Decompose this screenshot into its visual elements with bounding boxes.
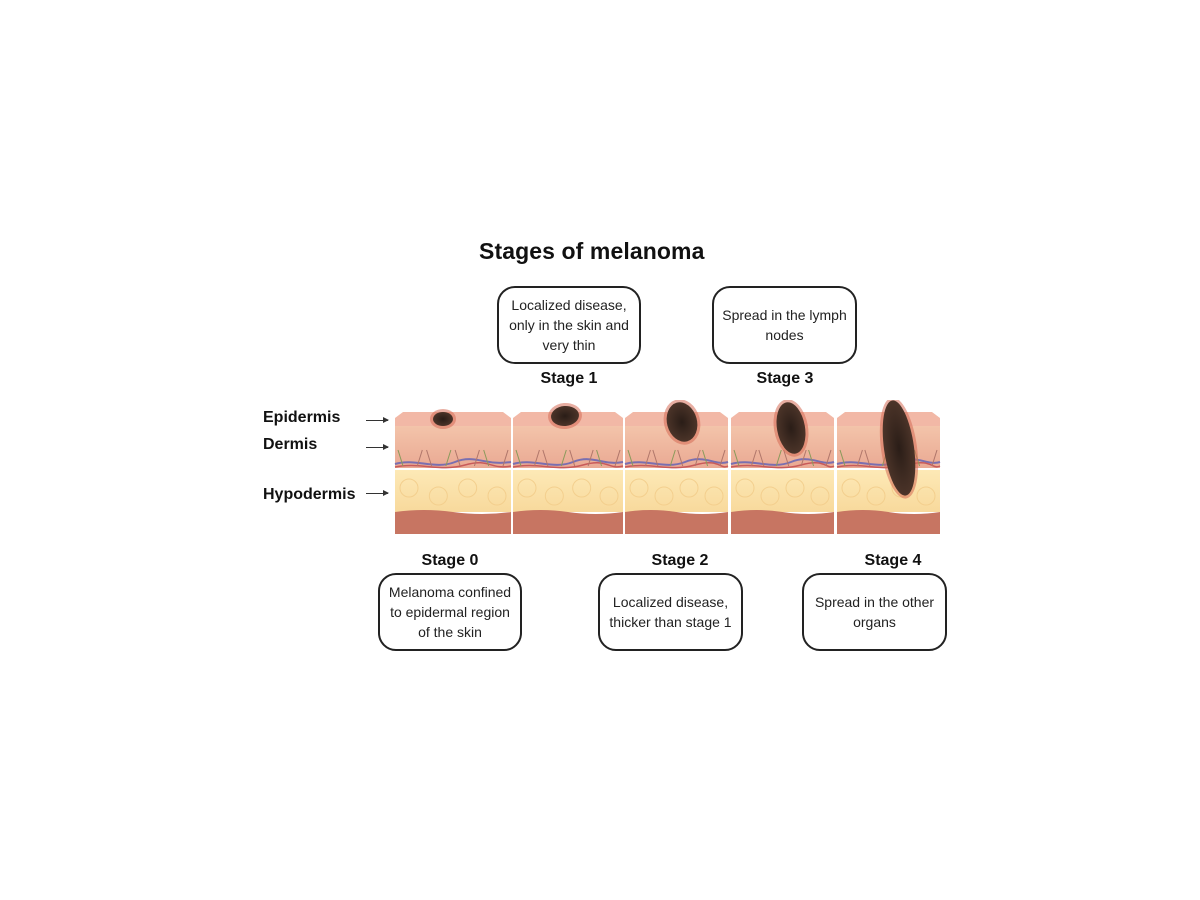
skin-block-stage-1 — [512, 402, 624, 534]
nerve-fiber — [569, 449, 576, 467]
label-hypodermis: Hypodermis — [263, 486, 356, 503]
fat-cell — [572, 478, 592, 498]
fat-cell — [599, 486, 619, 506]
hypodermis-layer — [625, 470, 728, 512]
vessel-line — [512, 462, 624, 469]
muscle-layer — [837, 510, 940, 534]
vessel-line — [730, 458, 835, 466]
stage-1-label: Stage 1 — [540, 370, 598, 387]
fat-cell — [841, 478, 861, 498]
stage-2-label: Stage 2 — [651, 552, 709, 569]
nerve-fiber — [694, 449, 701, 467]
fat-cell — [399, 478, 419, 498]
nerve-fiber — [864, 449, 871, 467]
nerve-fiber — [758, 449, 765, 467]
nerve-fiber — [702, 449, 709, 467]
dermis-layer — [395, 426, 511, 468]
arrow-hypodermis — [366, 490, 389, 496]
nerve-fiber — [719, 449, 726, 467]
nerve-fiber — [839, 449, 846, 467]
nerve-fiber — [502, 449, 509, 467]
stage-0-label: Stage 0 — [421, 552, 479, 569]
nerve-fiber — [397, 449, 404, 467]
fat-cell — [654, 486, 674, 506]
nerve-fiber — [560, 449, 567, 467]
nerve-fiber — [856, 449, 863, 467]
fat-cell — [735, 478, 755, 498]
hypodermis-layer — [513, 470, 623, 512]
nerve-fiber — [416, 449, 423, 467]
fat-cell — [866, 486, 886, 506]
skin-block-stage-4 — [836, 400, 941, 534]
fat-cell — [629, 478, 649, 498]
stage-4-description: Spread in the other organs — [802, 573, 947, 651]
nerve-fiber — [800, 449, 807, 467]
skin-block-stage-2 — [624, 400, 729, 534]
diagram-title: Stages of melanoma — [479, 238, 705, 264]
nerve-fiber — [627, 449, 634, 467]
nerve-fiber — [750, 449, 757, 467]
fat-cell — [785, 478, 805, 498]
skin-cross-section-illustration — [394, 400, 941, 534]
nerve-fiber — [454, 449, 461, 467]
vessel-line — [624, 458, 729, 466]
nerve-fiber — [931, 449, 938, 467]
skin-block-stage-0 — [394, 409, 512, 534]
melanoma-tumor — [882, 400, 916, 496]
arrow-epidermis — [366, 417, 389, 423]
nerve-fiber — [677, 449, 684, 467]
fat-cell — [810, 486, 830, 506]
vessel-line — [394, 462, 512, 469]
vessel-line — [394, 458, 512, 466]
stage-3-description: Spread in the lymph nodes — [712, 286, 857, 364]
muscle-layer — [625, 510, 728, 534]
label-dermis: Dermis — [263, 436, 318, 453]
fat-cell — [458, 478, 478, 498]
melanoma-tumor — [433, 412, 453, 426]
nerve-fiber — [542, 449, 549, 467]
muscle-layer — [395, 510, 511, 534]
nerve-fiber — [473, 449, 480, 467]
nerve-fiber — [825, 449, 832, 467]
stage-2-description: Localized disease, thicker than stage 1 — [598, 573, 743, 651]
fat-cell — [487, 486, 507, 506]
nerve-fiber — [614, 449, 621, 467]
melanoma-tumor — [776, 402, 806, 454]
label-epidermis: Epidermis — [263, 409, 341, 426]
nerve-fiber — [533, 449, 540, 467]
stage-0-description: Melanoma confined to epidermal region of… — [378, 573, 522, 651]
fat-cell — [428, 486, 448, 506]
hypodermis-layer — [731, 470, 834, 512]
skin-block-stage-3 — [730, 400, 835, 534]
nerve-fiber — [775, 449, 782, 467]
nerve-fiber — [652, 449, 659, 467]
nerve-fiber — [596, 449, 603, 467]
arrow-dermis — [366, 444, 389, 450]
stage-1-description: Localized disease, only in the skin and … — [497, 286, 641, 364]
muscle-layer — [513, 510, 623, 534]
fat-cell — [916, 486, 936, 506]
nerve-fiber — [587, 449, 594, 467]
nerve-fiber — [483, 449, 490, 467]
nerve-fiber — [445, 449, 452, 467]
muscle-layer — [731, 510, 834, 534]
nerve-fiber — [783, 449, 790, 467]
fat-cell — [679, 478, 699, 498]
nerve-fiber — [644, 449, 651, 467]
fat-cell — [760, 486, 780, 506]
fat-cell — [544, 486, 564, 506]
fat-cell — [704, 486, 724, 506]
nerve-fiber — [733, 449, 740, 467]
nerve-fiber — [515, 449, 522, 467]
fat-cell — [517, 478, 537, 498]
melanoma-tumor — [666, 402, 698, 442]
stage-3-label: Stage 3 — [756, 370, 814, 387]
nerve-fiber — [669, 449, 676, 467]
nerve-fiber — [808, 449, 815, 467]
hypodermis-layer — [395, 470, 511, 512]
melanoma-tumor — [551, 405, 579, 427]
nerve-fiber — [426, 449, 433, 467]
stage-4-label: Stage 4 — [864, 552, 922, 569]
